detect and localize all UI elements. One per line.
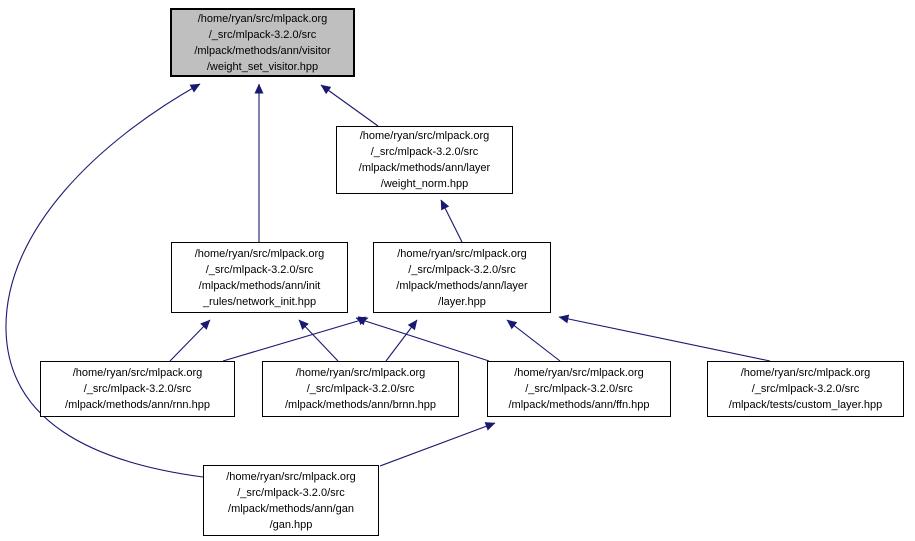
edge-gan-to-ffn: [379, 422, 496, 467]
node-label-line: _rules/network_init.hpp: [202, 295, 317, 308]
node-label-line: /_src/mlpack-3.2.0/src: [751, 383, 860, 395]
edge-customlayer-to-layer: [558, 314, 771, 362]
node-label-line: /mlpack/methods/ann/layer: [358, 162, 491, 174]
node-weight-set-visitor-hpp[interactable]: /home/ryan/src/mlpack.org /_src/mlpack-3…: [170, 8, 355, 77]
node-label-line: /home/ryan/src/mlpack.org: [197, 12, 328, 25]
node-label-line: /mlpack/methods/ann/brnn.hpp: [284, 399, 437, 411]
node-label-line: /home/ryan/src/mlpack.org: [194, 247, 325, 260]
edge-gan-to-weightsetvisitor: [5, 83, 204, 478]
node-label-line: /_src/mlpack-3.2.0/src: [408, 263, 516, 276]
node-label-line: /mlpack/methods/ann/gan: [228, 502, 354, 515]
node-label-line: /_src/mlpack-3.2.0/src: [370, 146, 479, 158]
node-label-line: /home/ryan/src/mlpack.org: [740, 367, 871, 379]
node-label-line: /home/ryan/src/mlpack.org: [72, 367, 203, 379]
node-label-line: /_src/mlpack-3.2.0/src: [237, 486, 345, 499]
node-label-line: /_src/mlpack-3.2.0/src: [83, 383, 192, 395]
edge-rnn-to-networkinit: [169, 319, 211, 362]
node-label-line: /weight_set_visitor.hpp: [206, 60, 319, 73]
node-gan-hpp[interactable]: /home/ryan/src/mlpack.org /_src/mlpack-3…: [203, 465, 379, 536]
edge-weightnorm-to-weightsetvisitor: [320, 84, 379, 127]
node-label-line: /home/ryan/src/mlpack.org: [359, 130, 490, 142]
node-rnn-hpp[interactable]: /home/ryan/src/mlpack.org /_src/mlpack-3…: [40, 361, 235, 417]
node-label-line: /home/ryan/src/mlpack.org: [397, 247, 527, 260]
node-label-line: /mlpack/methods/ann/init: [198, 279, 321, 292]
node-custom-layer-hpp[interactable]: /home/ryan/src/mlpack.org /_src/mlpack-3…: [707, 361, 904, 417]
node-label-line: /mlpack/methods/ann/visitor: [194, 44, 331, 57]
edge-layer-to-weightnorm: [440, 199, 463, 243]
node-weight-norm-hpp[interactable]: /home/ryan/src/mlpack.org /_src/mlpack-3…: [336, 126, 513, 194]
node-network-init-hpp[interactable]: /home/ryan/src/mlpack.org /_src/mlpack-3…: [171, 242, 348, 313]
node-brnn-hpp[interactable]: /home/ryan/src/mlpack.org /_src/mlpack-3…: [262, 361, 459, 417]
node-label-line: /weight_norm.hpp: [380, 178, 469, 190]
node-label-line: /home/ryan/src/mlpack.org: [295, 367, 426, 379]
edge-ffn-to-networkinit: [355, 316, 490, 362]
node-ffn-hpp[interactable]: /home/ryan/src/mlpack.org /_src/mlpack-3…: [487, 361, 671, 417]
node-label-line: /layer.hpp: [438, 295, 486, 308]
node-label-line: /mlpack/methods/ann/ffn.hpp: [508, 399, 650, 411]
node-layer-hpp[interactable]: /home/ryan/src/mlpack.org /_src/mlpack-3…: [373, 242, 551, 313]
node-label-line: /_src/mlpack-3.2.0/src: [205, 263, 314, 276]
node-label-line: /_src/mlpack-3.2.0/src: [208, 28, 317, 41]
edge-brnn-to-layer: [385, 319, 418, 362]
node-label-line: /home/ryan/src/mlpack.org: [226, 470, 356, 483]
node-label-line: /gan.hpp: [269, 518, 313, 531]
node-label-line: /home/ryan/src/mlpack.org: [514, 367, 644, 379]
node-label-line: /mlpack/methods/ann/rnn.hpp: [65, 399, 210, 411]
node-label-line: /mlpack/tests/custom_layer.hpp: [728, 399, 883, 411]
node-label-line: /_src/mlpack-3.2.0/src: [306, 383, 415, 395]
edge-ffn-to-layer: [506, 319, 561, 362]
edge-rnn-to-layer: [222, 316, 369, 362]
node-label-line: /mlpack/methods/ann/layer: [396, 279, 528, 292]
node-label-line: /_src/mlpack-3.2.0/src: [525, 383, 633, 395]
edge-brnn-to-networkinit: [298, 319, 339, 362]
